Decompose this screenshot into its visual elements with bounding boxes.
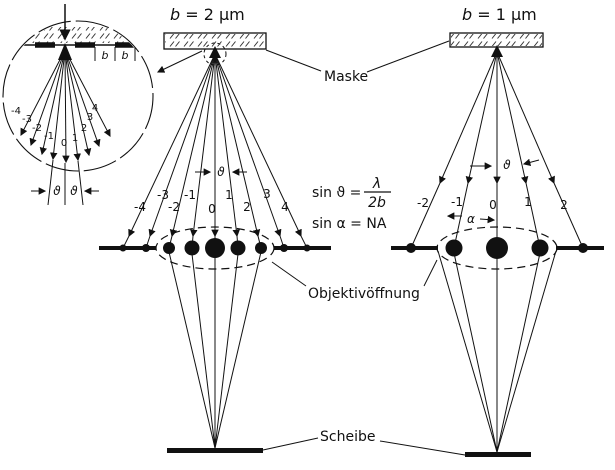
right-theta-annotation: ϑ: [470, 158, 540, 172]
svg-text:1: 1: [225, 188, 233, 202]
screen-label: Scheibe: [320, 429, 375, 445]
inset-b-label-right: b: [122, 49, 129, 62]
left-ray-fan: [122, 53, 308, 249]
svg-text:2: 2: [81, 123, 87, 134]
svg-text:1: 1: [524, 195, 532, 209]
svg-text:-2: -2: [168, 200, 180, 214]
svg-text:0: 0: [61, 138, 67, 149]
inset-mask-grating: [8, 27, 148, 48]
inset-glass-hatch: [20, 27, 136, 43]
svg-text:1: 1: [72, 133, 78, 144]
formula-sin-theta: sin ϑ =: [312, 185, 361, 201]
svg-text:-2: -2: [417, 196, 429, 210]
aperture-label: Objektivöffnung: [308, 286, 420, 302]
formula-lambda: λ: [372, 176, 381, 192]
formula-block: sin ϑ = λ 2b sin α = NA: [312, 176, 391, 232]
svg-text:α: α: [467, 212, 475, 226]
left-diffraction-panel: b = 2 μm ϑ -: [99, 5, 331, 453]
inset-b-label-left: b: [102, 49, 109, 62]
right-diffraction-panel: b = 1 μm ϑ -2 -1 0 1 2: [391, 5, 604, 457]
svg-text:ϑ: ϑ: [70, 184, 78, 198]
svg-text:0: 0: [208, 202, 216, 216]
inset-ray-fan: [20, 49, 111, 206]
inset-period-marks: [94, 47, 136, 61]
formula-2b: 2b: [368, 195, 386, 211]
svg-text:4: 4: [92, 103, 98, 114]
svg-text:3: 3: [263, 187, 271, 201]
right-alpha-annotation: α: [446, 212, 496, 226]
right-wafer-bar: [465, 452, 531, 457]
left-mask-hatch: [165, 34, 265, 48]
svg-text:2: 2: [243, 200, 251, 214]
inset-magnifier: b b -4 -3 -2 -1 0 1 2: [2, 4, 154, 206]
inset-pointer-arrow: [156, 50, 203, 73]
svg-text:-4: -4: [11, 106, 21, 117]
left-aperture: [99, 226, 331, 270]
left-theta-annotation: ϑ: [195, 165, 247, 179]
svg-text:3: 3: [87, 112, 93, 123]
svg-text:-1: -1: [451, 195, 463, 209]
svg-text:0: 0: [489, 198, 497, 212]
right-title: b = 1 μm: [462, 5, 537, 24]
right-order-labels: -2 -1 0 1 2: [417, 195, 568, 212]
svg-text:-1: -1: [184, 188, 196, 202]
left-slit-circle: [203, 42, 227, 66]
svg-text:-4: -4: [134, 200, 146, 214]
svg-text:ϑ: ϑ: [217, 165, 225, 179]
inset-order-labels: -4 -3 -2 -1 0 1 2 3 4: [11, 103, 98, 149]
left-apex-arrowhead: [209, 46, 221, 58]
inset-circle: [2, 20, 154, 172]
inset-theta-annotation: ϑ ϑ: [31, 184, 99, 198]
formula-sin-alpha: sin α = NA: [312, 216, 387, 232]
svg-text:ϑ: ϑ: [53, 184, 61, 198]
right-mask-hatch: [451, 34, 542, 46]
right-apex-arrowhead: [491, 45, 503, 57]
svg-text:2: 2: [560, 198, 568, 212]
svg-text:-2: -2: [32, 123, 42, 134]
mask-label: Maske: [324, 69, 368, 85]
left-order-labels: -4 -3 -2 -1 0 1 2 3 4: [134, 187, 289, 216]
svg-text:ϑ: ϑ: [503, 158, 511, 172]
svg-text:-1: -1: [44, 131, 54, 142]
left-title: b = 2 μm: [170, 5, 245, 24]
svg-text:-3: -3: [157, 188, 169, 202]
right-converging-rays: [437, 250, 557, 453]
left-wafer-bar: [167, 448, 263, 453]
svg-text:4: 4: [281, 200, 289, 214]
right-ray-fan: [410, 51, 584, 249]
annotation-labels: Maske Objektivöffnung Scheibe: [262, 40, 466, 456]
svg-text:-3: -3: [22, 114, 32, 125]
left-converging-rays: [168, 251, 262, 449]
